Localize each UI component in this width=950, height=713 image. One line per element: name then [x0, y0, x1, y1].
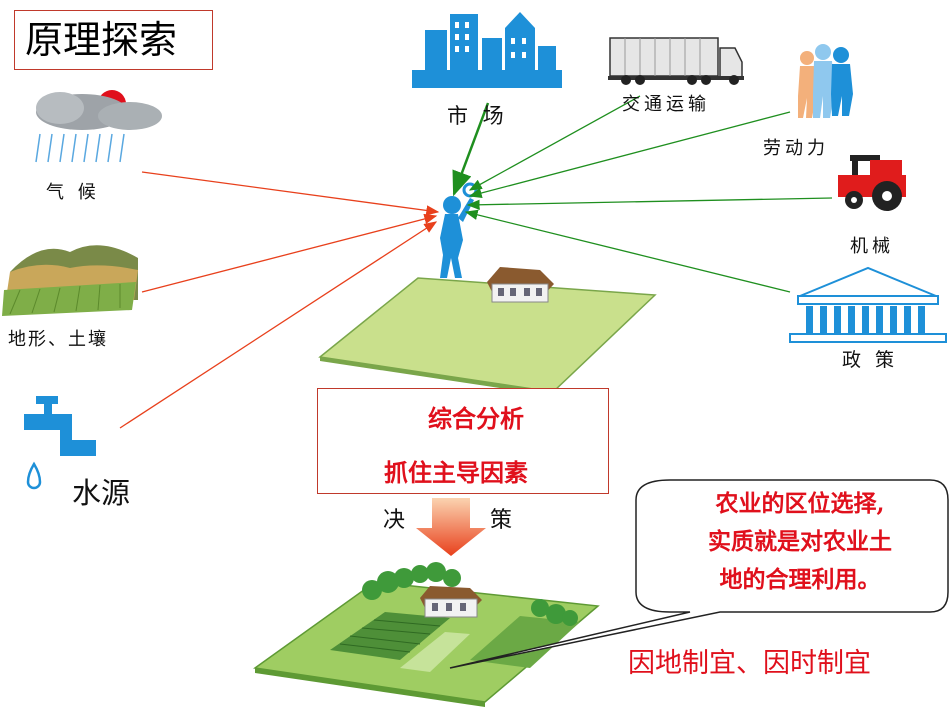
motto-text: 因地制宜、因时制宜 [628, 648, 871, 679]
bubble-line-3: 地的合理利用。 [719, 566, 881, 593]
tractor-icon [838, 155, 906, 211]
terrain-label: 地形、土壤 [8, 329, 108, 350]
decision-right-label: 策 [490, 508, 517, 533]
summary-line-1: 综合分析 [428, 405, 524, 433]
climate-cloud-icon [35, 90, 162, 163]
summary-box: 综合分析 抓住主导因素 [317, 388, 609, 494]
trees-icon [362, 562, 578, 626]
truck-icon [608, 37, 744, 85]
natural-factor-arrows [119, 171, 440, 429]
bubble-line-2: 实质就是对农业土 [708, 528, 892, 555]
decision-left-label: 决 [383, 508, 410, 533]
market-label: 市 场 [447, 104, 508, 128]
upper-house-icon [487, 267, 554, 303]
water-tap-icon [24, 396, 96, 490]
speech-bubble [449, 479, 949, 669]
terrain-soil-icon [2, 245, 138, 316]
policy-label: 政 策 [842, 349, 899, 371]
transport-label: 交通运输 [622, 94, 710, 115]
climate-label: 气 候 [46, 182, 100, 203]
decision-arrow-icon [416, 498, 486, 556]
water-label: 水源 [72, 476, 131, 510]
lower-field [253, 581, 600, 707]
bubble-line-1: 农业的区位选择, [715, 490, 885, 517]
upper-field [318, 277, 657, 396]
labor-label: 劳动力 [763, 138, 829, 159]
bubble-text: 农业的区位选择, 实质就是对农业土 地的合理利用。 [655, 485, 945, 599]
social-factor-arrows [452, 95, 833, 293]
labor-people-icon [798, 44, 853, 118]
machinery-label: 机械 [850, 236, 894, 257]
summary-line-2: 抓住主导因素 [384, 459, 528, 487]
market-city-icon [412, 12, 562, 88]
lower-house-icon [420, 586, 482, 618]
page-title: 原理探索 [14, 10, 213, 70]
policy-building-icon [789, 266, 947, 343]
farmer-icon [440, 182, 478, 278]
